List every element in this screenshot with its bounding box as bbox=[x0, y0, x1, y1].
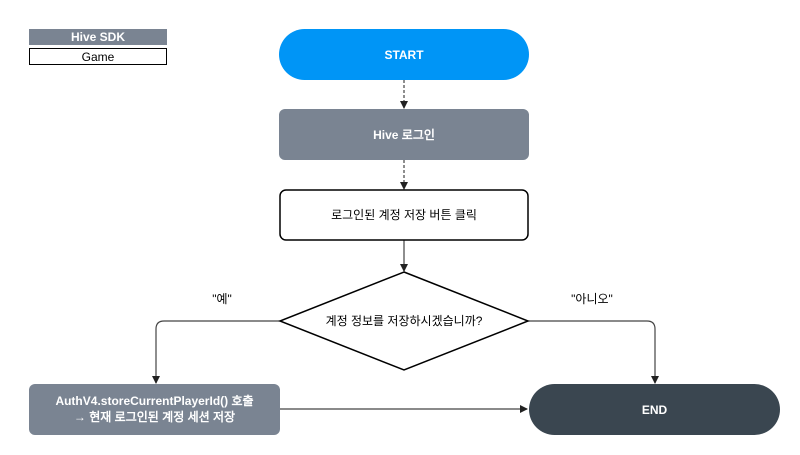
sdk-call-label-line2: → 현재 로그인된 계정 세션 저장 bbox=[74, 409, 235, 424]
edge-decision-yes bbox=[152, 320, 280, 384]
legend-hive-sdk-swatch bbox=[29, 29, 167, 45]
start-node: START bbox=[279, 29, 529, 80]
save-button-click-node: 로그인된 계정 저장 버튼 클릭 bbox=[279, 189, 529, 241]
save-button-click-label: 로그인된 계정 저장 버튼 클릭 bbox=[331, 208, 477, 222]
legend-game-swatch bbox=[29, 48, 167, 65]
end-node: END bbox=[529, 384, 780, 435]
legend-game-label: Game bbox=[82, 50, 115, 64]
decision-label: 계정 정보를 저장하시겠습니까? bbox=[326, 314, 483, 328]
legend-hive-sdk-label: Hive SDK bbox=[71, 30, 125, 44]
sdk-call-node: AuthV4.storeCurrentPlayerId() 호출 → 현재 로그… bbox=[29, 384, 280, 435]
hive-login-node: Hive 로그인 bbox=[279, 109, 529, 160]
legend: Hive SDK Game bbox=[29, 29, 167, 65]
start-label: START bbox=[384, 48, 424, 62]
edges bbox=[152, 80, 659, 413]
hive-login-label: Hive 로그인 bbox=[373, 127, 435, 142]
sdk-call-label-line1: AuthV4.storeCurrentPlayerId() 호출 bbox=[55, 393, 253, 408]
yes-branch-label: "예" bbox=[212, 292, 232, 306]
decision-node: 계정 정보를 저장하시겠습니까? bbox=[277, 271, 531, 371]
edge-decision-no bbox=[528, 320, 659, 384]
end-label: END bbox=[642, 403, 668, 417]
no-branch-label: "아니오" bbox=[571, 292, 613, 306]
